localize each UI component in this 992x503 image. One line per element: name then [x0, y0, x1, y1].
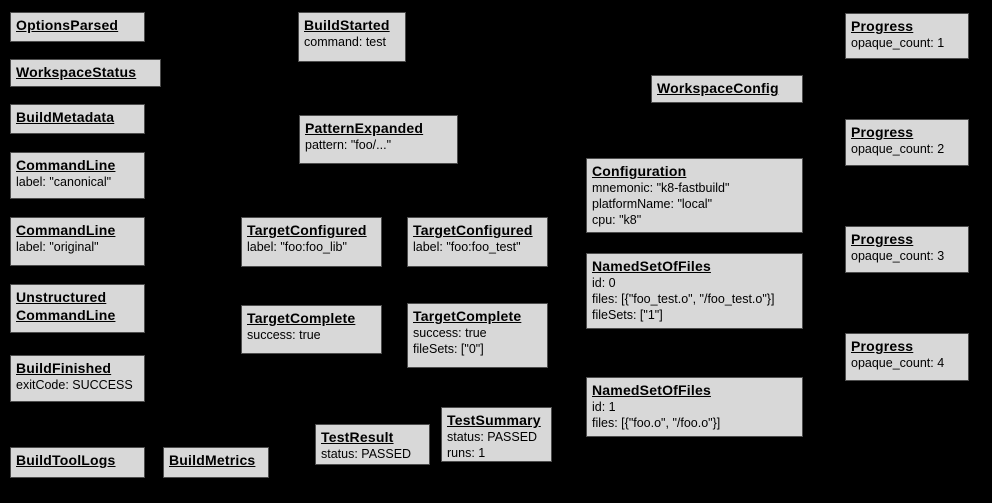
node-pattern-expanded: PatternExpanded pattern: "foo/..." [299, 115, 458, 164]
node-title: TestSummary [447, 412, 541, 428]
node-named-set-of-files-1: NamedSetOfFiles id: 1 files: [{"foo.o", … [586, 377, 803, 437]
node-title: TestResult [321, 429, 394, 445]
node-field: files: [{"foo.o", "/foo.o"}] [592, 416, 721, 430]
node-field: status: PASSED [321, 447, 412, 461]
node-named-set-of-files-0: NamedSetOfFiles id: 0 files: [{"foo_test… [586, 253, 803, 329]
node-field: status: PASSED [447, 430, 538, 444]
node-title: Progress [851, 338, 914, 354]
node-field: id: 1 [592, 400, 616, 414]
node-title: WorkspaceStatus [16, 64, 137, 80]
node-field: label: "canonical" [16, 175, 112, 189]
node-progress-1: Progress opaque_count: 1 [845, 13, 969, 59]
node-title: TargetComplete [413, 308, 522, 324]
node-progress-4: Progress opaque_count: 4 [845, 333, 969, 381]
node-title: NamedSetOfFiles [592, 258, 711, 274]
node-field: success: true [413, 326, 487, 340]
node-build-metadata: BuildMetadata [10, 104, 145, 134]
node-title: Unstructured CommandLine [16, 289, 116, 323]
node-target-complete-foo-test: TargetComplete success: true fileSets: [… [407, 303, 548, 368]
node-title: PatternExpanded [305, 120, 424, 136]
node-title: Progress [851, 18, 914, 34]
node-field: opaque_count: 2 [851, 142, 945, 156]
node-field: pattern: "foo/..." [305, 138, 392, 152]
node-title: TargetConfigured [247, 222, 367, 238]
node-title: Progress [851, 231, 914, 247]
node-target-configured-foo-lib: TargetConfigured label: "foo:foo_lib" [241, 217, 382, 267]
node-target-configured-foo-test: TargetConfigured label: "foo:foo_test" [407, 217, 548, 267]
node-target-complete-foo-lib: TargetComplete success: true [241, 305, 382, 354]
node-field: opaque_count: 1 [851, 36, 945, 50]
node-title: Configuration [592, 163, 687, 179]
node-title: BuildFinished [16, 360, 112, 376]
node-configuration: Configuration mnemonic: "k8-fastbuild" p… [586, 158, 803, 233]
node-workspace-status: WorkspaceStatus [10, 59, 161, 87]
node-title: Progress [851, 124, 914, 140]
node-field: runs: 1 [447, 446, 486, 460]
node-field: label: "original" [16, 240, 99, 254]
node-field: opaque_count: 3 [851, 249, 945, 263]
node-field: label: "foo:foo_test" [413, 240, 521, 254]
node-title: CommandLine [16, 157, 116, 173]
node-field: platformName: "local" [592, 197, 713, 211]
node-unstructured-command-line: Unstructured CommandLine [10, 284, 145, 333]
node-field: success: true [247, 328, 321, 342]
node-field: id: 0 [592, 276, 616, 290]
node-field: fileSets: ["0"] [413, 342, 484, 356]
node-command-line-canonical: CommandLine label: "canonical" [10, 152, 145, 199]
node-title: OptionsParsed [16, 17, 119, 33]
node-field: fileSets: ["1"] [592, 308, 663, 322]
node-options-parsed: OptionsParsed [10, 12, 145, 42]
node-test-summary: TestSummary status: PASSED runs: 1 [441, 407, 552, 462]
node-test-result: TestResult status: PASSED [315, 424, 430, 465]
node-progress-3: Progress opaque_count: 3 [845, 226, 969, 273]
node-field: cpu: "k8" [592, 213, 642, 227]
node-title: BuildMetadata [16, 109, 115, 125]
node-field: command: test [304, 35, 386, 49]
node-title: BuildMetrics [169, 452, 256, 468]
node-field: label: "foo:foo_lib" [247, 240, 347, 254]
node-progress-2: Progress opaque_count: 2 [845, 119, 969, 166]
node-title: NamedSetOfFiles [592, 382, 711, 398]
node-field: files: [{"foo_test.o", "/foo_test.o"}] [592, 292, 775, 306]
node-title: TargetConfigured [413, 222, 533, 238]
node-title: WorkspaceConfig [657, 80, 779, 96]
node-title: BuildToolLogs [16, 452, 116, 468]
node-title: TargetComplete [247, 310, 356, 326]
node-title: BuildStarted [304, 17, 390, 33]
node-build-tool-logs: BuildToolLogs [10, 447, 145, 478]
node-workspace-config: WorkspaceConfig [651, 75, 803, 103]
node-field: opaque_count: 4 [851, 356, 945, 370]
node-build-started: BuildStarted command: test [298, 12, 406, 62]
node-command-line-original: CommandLine label: "original" [10, 217, 145, 266]
node-title: CommandLine [16, 222, 116, 238]
node-build-finished: BuildFinished exitCode: SUCCESS [10, 355, 145, 402]
node-field: mnemonic: "k8-fastbuild" [592, 181, 730, 195]
node-field: exitCode: SUCCESS [16, 378, 133, 392]
node-build-metrics: BuildMetrics [163, 447, 269, 478]
